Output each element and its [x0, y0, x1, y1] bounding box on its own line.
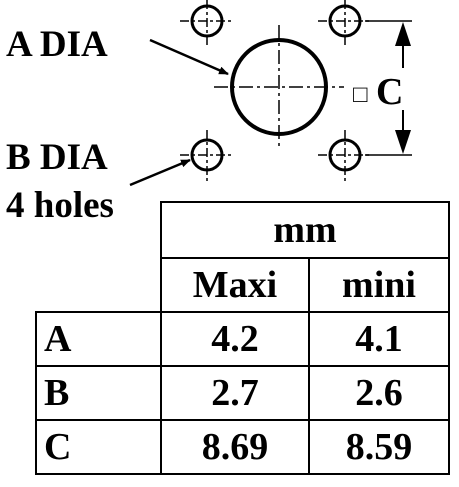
cell-b-maxi: 2.7	[160, 365, 310, 421]
dimension-table: mm Maxi mini A 4.2 4.1 B 2.7 2.6 C 8.69 …	[35, 201, 450, 475]
square-symbol: □	[353, 82, 368, 108]
table-corner	[36, 258, 161, 312]
hole-a	[214, 25, 344, 150]
leader-arrow-b	[129, 158, 191, 187]
table-column-header-row: Maxi mini	[36, 257, 450, 313]
leader-arrow-a	[149, 38, 229, 76]
row-label-a: A	[35, 311, 162, 367]
table-unit-row: mm	[36, 201, 450, 259]
cell-b-mini: 2.6	[308, 365, 450, 421]
table-row-b: B 2.7 2.6	[35, 365, 450, 421]
hole-b-top-right	[318, 0, 372, 45]
table-row-c: C 8.69 8.59	[35, 419, 450, 475]
cell-c-maxi: 8.69	[160, 419, 310, 475]
label-b-dia: B DIA	[6, 137, 108, 178]
label-a-dia: A DIA	[6, 24, 108, 65]
cell-a-mini: 4.1	[308, 311, 450, 367]
cell-a-maxi: 4.2	[160, 311, 310, 367]
dimension-c	[365, 20, 412, 156]
table-corner	[36, 202, 161, 258]
label-b-holes: 4 holes	[6, 185, 114, 226]
hole-b-top-left	[180, 0, 234, 45]
hole-b-bottom-left	[180, 130, 234, 182]
label-c-dim: C	[376, 71, 403, 113]
cell-c-mini: 8.59	[308, 419, 450, 475]
column-header-mini: mini	[308, 257, 450, 313]
hole-b-bottom-right	[318, 130, 372, 182]
table-unit-header: mm	[160, 201, 450, 259]
row-label-b: B	[35, 365, 162, 421]
row-label-c: C	[35, 419, 162, 475]
table-row-a: A 4.2 4.1	[35, 311, 450, 367]
column-header-maxi: Maxi	[160, 257, 310, 313]
